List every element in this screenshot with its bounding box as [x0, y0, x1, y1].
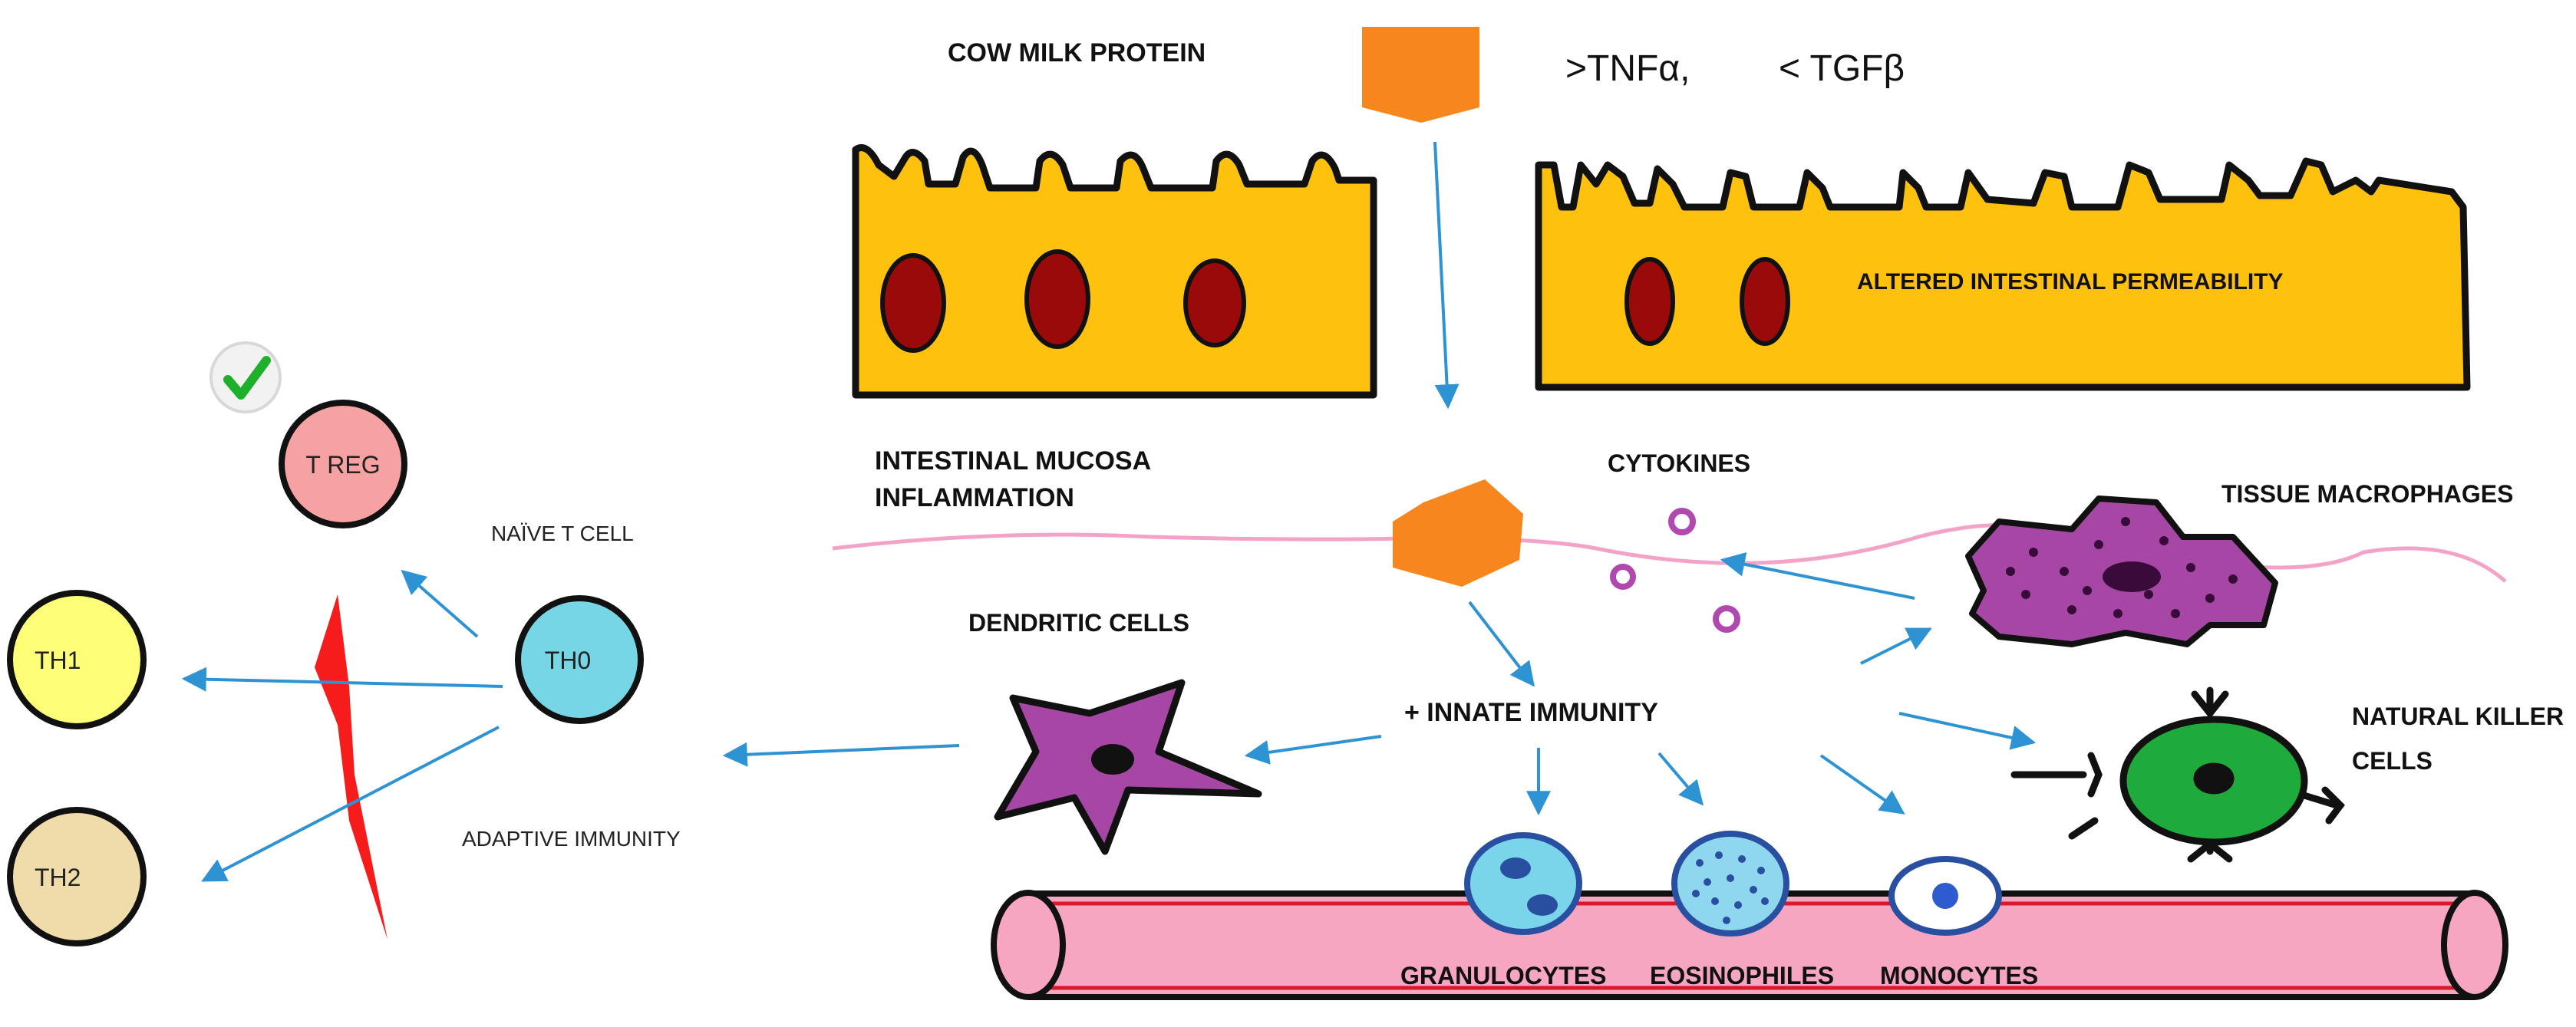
th1-cell: TH1 — [7, 590, 147, 729]
check-icon — [209, 341, 282, 413]
eosinophiles-label: EOSINOPHILES — [1650, 962, 1834, 989]
tnf-label: >TNFα, — [1565, 48, 1690, 89]
th2-label: TH2 — [35, 864, 81, 891]
cow-milk-protein-label: COW MILK PROTEIN — [948, 38, 1206, 67]
th0-cell: TH0 — [515, 595, 644, 724]
lightning-icon — [315, 594, 388, 940]
treg-cell: T REG — [279, 400, 407, 528]
granulocytes-label: GRANULOCYTES — [1400, 962, 1606, 989]
cytokines-label: CYTOKINES — [1608, 449, 1750, 477]
mucosa-line — [832, 522, 2507, 583]
monocyte-cell — [1888, 856, 2002, 936]
innate-immunity-label: + INNATE IMMUNITY — [1404, 698, 1658, 727]
eosinophile-cell — [1671, 831, 1789, 936]
th1-label: TH1 — [35, 647, 81, 674]
nucleus — [1183, 258, 1246, 347]
mucosa-label-line2: INFLAMMATION — [875, 483, 1074, 512]
natural-killer-cell — [2010, 686, 2345, 863]
nk-label-line1: NATURAL KILLER — [2352, 703, 2564, 730]
altered-epithelium: ALTERED INTESTINAL PERMEABILITY — [1535, 157, 2471, 391]
nucleus — [1024, 249, 1090, 349]
cytokine-dot — [1668, 508, 1696, 535]
tgf-label: < TGFβ — [1779, 48, 1905, 89]
adaptive-immunity-label: ADAPTIVE IMMUNITY — [462, 827, 681, 851]
tissue-macrophages-label: TISSUE MACROPHAGES — [2221, 480, 2513, 508]
nucleus — [880, 253, 946, 353]
cytokine-dot — [1610, 564, 1636, 590]
nk-label-line2: CELLS — [2352, 747, 2433, 775]
nucleus — [1624, 257, 1675, 346]
protein-hexagon-icon — [1393, 479, 1523, 587]
altered-permeability-label: ALTERED INTESTINAL PERMEABILITY — [1857, 269, 2284, 295]
dendritic-cells-label: DENDRITIC CELLS — [968, 609, 1189, 637]
healthy-epithelium — [852, 144, 1377, 399]
mucosa-label-line1: INTESTINAL MUCOSA — [875, 446, 1151, 476]
nucleus — [1740, 257, 1790, 346]
innate-arrows — [722, 551, 2037, 816]
th0-label: TH0 — [545, 647, 591, 674]
cytokine-dot — [1713, 605, 1740, 633]
th2-cell: TH2 — [7, 807, 147, 946]
dendritic-cell — [994, 679, 1262, 855]
blood-vessel — [991, 890, 2508, 1000]
naive-t-cell-label: NAÏVE T CELL — [491, 522, 634, 545]
protein-hexagon-icon — [1362, 27, 1479, 123]
granulocyte-cell — [1464, 832, 1582, 935]
monocytes-label: MONOCYTES — [1880, 962, 2038, 989]
tcell-arrows — [181, 569, 503, 882]
treg-label: T REG — [305, 451, 380, 479]
protein-arrow — [1433, 141, 1460, 410]
macrophage-cell — [1965, 495, 2278, 647]
